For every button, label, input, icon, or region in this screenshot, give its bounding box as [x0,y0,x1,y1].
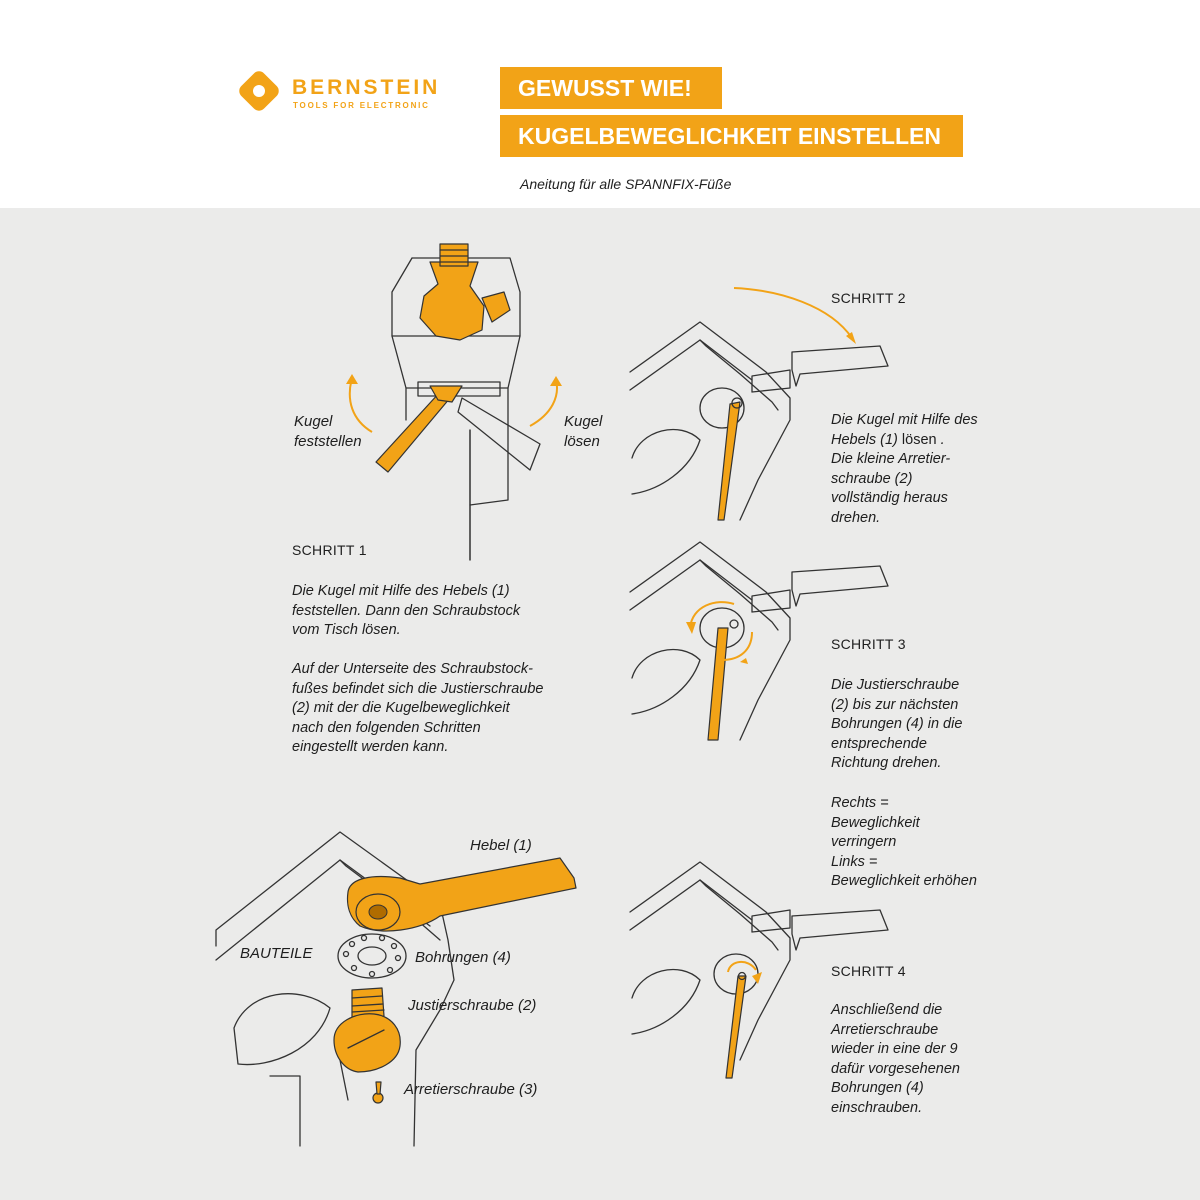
vise-foot-illustration [346,243,562,561]
step2-illustration [629,287,889,521]
banner-gewusst-wie: GEWUSST WIE! [500,67,722,109]
label-holes: Bohrungen (4) [415,949,511,966]
step1-title: SCHRITT 1 [292,542,367,558]
step2-text-bold: lösen [901,431,937,448]
step3-direction-text: Rechts = Beweglichkeit verringern Links … [831,795,977,889]
label-adjust-screw: Justierschraube (2) [408,997,537,1014]
step4-title: SCHRITT 4 [831,963,906,979]
components-illustration [215,831,577,1147]
label-kugel-loesen: Kugel lösen [564,413,603,450]
label-kugel-feststellen: Kugel feststellen [294,413,362,450]
step1-paragraph-2: Auf der Unterseite des Schraubstock- fuß… [292,661,544,755]
instruction-panel [0,208,1200,1200]
step3-title: SCHRITT 3 [831,636,906,652]
step2-text: Die Kugel mit Hilfe des Hebels (1) lösen… [831,411,978,528]
components-title: BAUTEILE [240,945,313,962]
subtitle: Aneitung für alle SPANNFIX-Füße [520,176,732,192]
step1-paragraph-1: Die Kugel mit Hilfe des Hebels (1) fests… [292,583,521,638]
label-lock-screw: Arretierschraube (3) [404,1081,538,1098]
brand-name: BERNSTEIN [292,76,441,99]
step2-text-b: . Die kleine Arretier- schraube (2) voll… [831,431,951,526]
brand-tagline: TOOLS FOR ELECTRONIC [293,101,430,110]
step4-text: Anschließend die Arretierschraube wieder… [831,1002,960,1116]
banner-title: KUGELBEWEGLICHKEIT EINSTELLEN [500,115,963,157]
step3-text: Die Justierschraube (2) bis zur nächsten… [831,677,963,771]
step4-illustration [629,861,889,1079]
bernstein-logo-icon [239,71,279,111]
step3-illustration [629,541,889,741]
brand-logo: BERNSTEIN TOOLS FOR ELECTRONIC [236,68,466,118]
label-lever: Hebel (1) [470,837,532,854]
step2-text-a: Die Kugel mit Hilfe des Hebels (1) [831,412,978,448]
step2-title: SCHRITT 2 [831,290,906,306]
